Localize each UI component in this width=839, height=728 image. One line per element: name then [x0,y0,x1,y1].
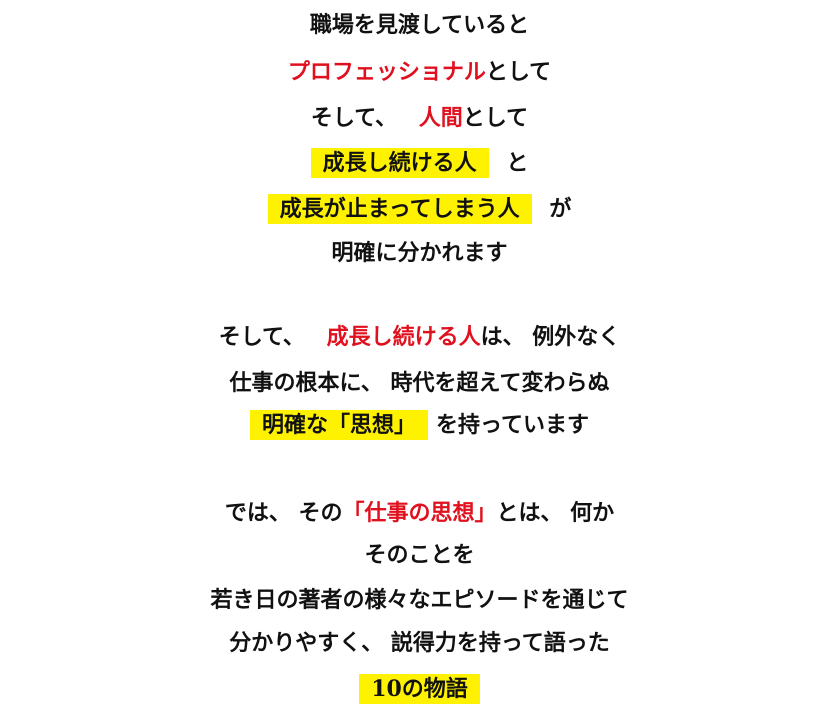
line-4-highlight: 成長し続ける人 [310,148,489,178]
line-4-rest: と [506,150,529,176]
line-5-rest: が [549,196,572,222]
line-14-highlight: 10の物語 [359,674,480,704]
line-11-text: そのことを [364,542,475,568]
line-7-pre: そして、 [218,324,305,350]
line-7-rest: は、 例外なく [480,324,621,350]
text-line-8: 仕事の根本に、 時代を超えて変わらぬ [0,368,839,398]
line-3-red: 人間 [418,105,463,131]
line-3-pre: そして、 [310,105,398,131]
text-line-1: 職場を見渡していると [0,10,839,40]
text-line-11: そのことを [0,540,839,570]
line-10-pre: では、 その [224,500,343,526]
text-line-3: そして、 人間として [0,103,839,133]
text-line-12: 若き日の著者の様々なエピソードを通じて [0,585,839,615]
line-2-red: プロフェッショナル [287,59,486,85]
text-line-7: そして、 成長し続ける人は、 例外なく [0,322,839,352]
line-7-red: 成長し続ける人 [326,324,481,350]
line-10-red: 「仕事の思想」 [342,500,497,526]
text-line-13: 分かりやすく、 説得力を持って語った [0,628,839,658]
line-1-text: 職場を見渡していると [309,12,530,38]
line-9-rest: を持っています [436,412,589,438]
text-line-10: では、 その「仕事の思想」とは、 何か [0,498,839,528]
text-line-4: 成長し続ける人 と [0,148,839,178]
text-line-6: 明確に分かれます [0,238,839,268]
text-line-14: 10の物語 [0,674,839,704]
line-3-rest: として [462,105,529,131]
line-8-text: 仕事の根本に、 時代を超えて変わらぬ [229,370,610,396]
line-12-text: 若き日の著者の様々なエピソードを通じて [210,587,629,613]
line-9-highlight: 明確な「思想」 [250,410,429,440]
line-13-text: 分かりやすく、 説得力を持って語った [229,630,610,656]
line-2-rest: として [485,59,552,85]
line-10-rest: とは、 何か [496,500,615,526]
text-line-2: プロフェッショナルとして [0,57,839,87]
line-5-highlight: 成長が止まってしまう人 [267,194,532,224]
line-6-text: 明確に分かれます [331,240,508,266]
text-line-5: 成長が止まってしまう人 が [0,194,839,224]
text-line-9: 明確な「思想」を持っています [0,410,839,440]
